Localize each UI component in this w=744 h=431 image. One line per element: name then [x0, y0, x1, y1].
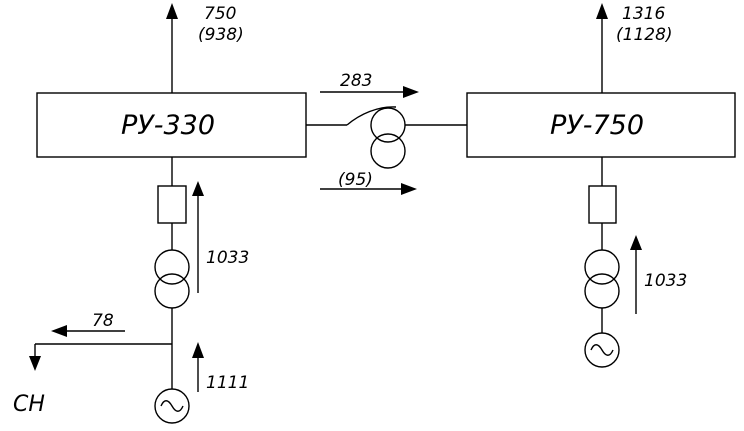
- left-transformer-flow-arrow: [192, 181, 204, 293]
- arrow-left-icon: [51, 325, 67, 337]
- generator-icon: [154, 388, 190, 424]
- arrow-up-icon: [192, 181, 204, 196]
- left-generator-branch: [154, 157, 190, 424]
- right-out-flow-alt: (1128): [616, 25, 673, 45]
- aux-flow: 78: [92, 311, 114, 331]
- arrow-down-icon: [29, 356, 41, 371]
- arrow-right-icon: [403, 86, 419, 98]
- ru-750-block: РУ-750: [466, 92, 736, 158]
- arrow-up-icon: [630, 235, 642, 250]
- transformer-icon: [584, 249, 620, 309]
- tie-flow-arrow-bottom: [320, 183, 417, 195]
- arrow-up-icon: [192, 342, 204, 358]
- arrow-right-icon: [401, 183, 417, 195]
- autotransformer-icon: [370, 107, 406, 169]
- right-out-flow: 1316: [622, 4, 665, 24]
- right-transformer-flow-arrow: [630, 235, 642, 314]
- arrow-up-icon: [166, 3, 178, 19]
- ru-330-block: РУ-330: [36, 92, 307, 158]
- aux-bus-label: СН: [13, 392, 45, 417]
- left-out-flow: 750: [204, 4, 236, 24]
- left-out-flow-alt: (938): [198, 25, 244, 45]
- tie-flow-alt: (95): [338, 170, 373, 190]
- left-outgoing-line: [166, 3, 178, 93]
- right-outgoing-line: [596, 3, 608, 93]
- ru-330-label: РУ-330: [121, 110, 215, 141]
- generator-icon: [584, 332, 620, 368]
- tie-flow-arrow-top: [320, 86, 419, 98]
- right-transformer-flow: 1033: [644, 271, 687, 291]
- transformer-icon: [154, 249, 190, 309]
- ru-750-label: РУ-750: [550, 110, 644, 141]
- breaker-icon: [588, 185, 617, 224]
- aux-tap: [29, 343, 172, 371]
- aux-flow-arrow: [51, 325, 125, 337]
- arrow-up-icon: [596, 3, 608, 19]
- tie-line: [306, 106, 467, 169]
- left-generator-flow-arrow: [192, 342, 204, 392]
- breaker-icon: [157, 185, 187, 224]
- right-generator-branch: [584, 157, 620, 368]
- tie-flow: 283: [340, 71, 372, 91]
- left-generator-flow: 1111: [206, 373, 249, 393]
- left-transformer-flow: 1033: [206, 248, 249, 268]
